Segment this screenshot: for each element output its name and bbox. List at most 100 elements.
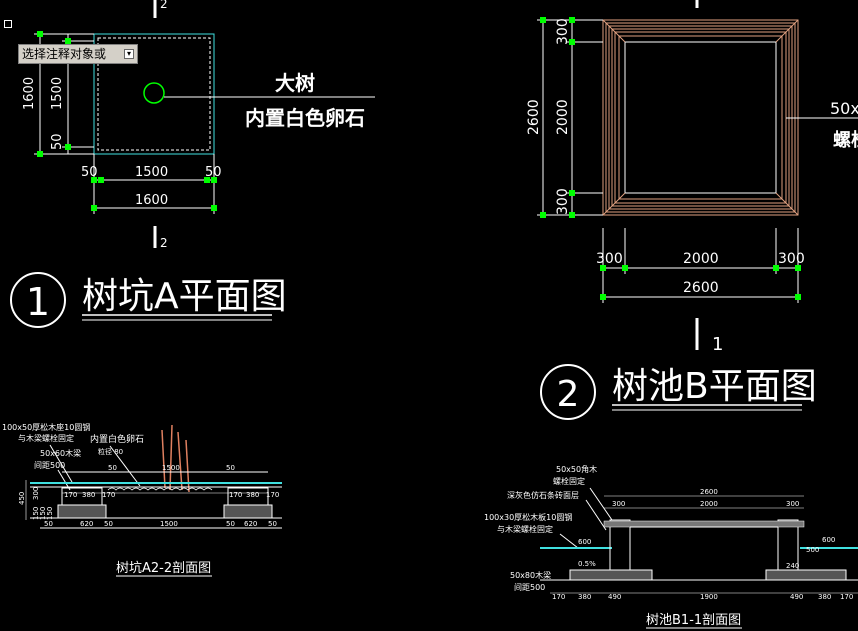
note-a-1: 100x50厚松木座10圆钢 [2,422,90,432]
leader-a-1 [49,444,73,483]
coping-b [603,520,805,528]
sec-a-dim-top-0: 50 [108,464,117,472]
sec-b-dim-mid-0: 600 [578,538,591,546]
pool-inner-edge [624,41,777,194]
sec-a-dim-mid-2: 170 [102,491,115,499]
dim-a-left-50b: 50 [50,133,65,150]
title-b: 树池B平面图 [612,366,817,407]
dim-ticks-bottom [91,177,217,211]
footing-b-left [569,569,653,581]
dim-a-bottom-50a: 50 [81,165,98,180]
title-a: 树坑A平面图 [82,276,287,317]
sec-a-dim-bot-6: 50 [268,520,277,528]
dim-b-left-2600: 2600 [526,99,542,135]
sec-a-dim-left-4: 150 [46,507,54,520]
sec-a-dim-bot-4: 50 [226,520,235,528]
sec-a-dim-bot-1: 620 [80,520,93,528]
sec-a-dim-bot-3: 1500 [160,520,178,528]
frame-miter-br [775,192,799,216]
dim-b-left-300b: 300 [555,188,571,215]
slope-b: 0.5% [578,560,596,568]
sec-b-dim-bot-4: 490 [790,593,803,601]
note-b-2: 螺栓固定 [553,476,585,486]
leader-b-2 [585,499,607,531]
dim-a-bottom-1500: 1500 [135,165,168,180]
dim-a-bottom-50b: 50 [205,165,222,180]
pit-outline-inner [97,37,211,151]
note-a-3: 50x60木梁 [40,448,81,458]
label-tree: 大树 [275,71,315,95]
tree-symbol [143,82,165,104]
dim-b-left-300a: 300 [555,18,571,45]
dim-b-bottom-300a: 300 [596,251,623,267]
sec-a-dim-left-3: 150 [39,507,47,520]
label-b-partial-1: 50x [830,99,858,118]
section-a: 100x50厚松木座10圆钢 与木梁螺栓固定 50x60木梁 间距500 内置白… [2,422,282,577]
sec-a-dim-bot-2: 50 [104,520,113,528]
sec-a-dim-left-0: 450 [18,492,26,505]
note-a-2: 与木梁螺栓固定 [18,433,74,443]
sec-b-dim-mid-1: 240 [786,562,799,570]
sec-a-dim-bot-5: 620 [244,520,257,528]
footing-b-right [765,569,847,581]
pebbles-a [107,487,213,491]
dim-b-left-2000: 2000 [555,99,571,135]
footing-a-left [57,504,107,519]
sec-a-dim-top-2: 50 [226,464,235,472]
label-b-partial-2: 螺栓 [833,129,858,151]
note-b-5: 与木梁螺栓固定 [497,524,553,534]
frame-ring-5 [614,31,787,204]
section-mark-b: 1 [712,334,723,355]
plan-b: 50x 螺栓 300 2000 300 2600 300 2000 30 [526,0,858,420]
sec-a-dim-mid-3: 170 [229,491,242,499]
section-mark-top: 2 [160,0,168,11]
sec-a-dim-mid-4: 380 [246,491,259,499]
frame-ring-1 [602,19,799,216]
sec-b-dim-bot-0: 170 [552,593,565,601]
sec-b-dim-bot-3: 1900 [700,593,718,601]
sec-a-dim-left-1: 300 [32,487,40,500]
sec-b-dim-bot-2: 490 [608,593,621,601]
sec-a-dim-mid-5: 170 [266,491,279,499]
dim-b-ticks-bottom [600,265,801,300]
title-b-number: 2 [557,374,580,415]
sec-b-dim-top-0: 2600 [700,488,718,496]
sec-a-dim-mid-1: 380 [82,491,95,499]
title-a-number: 1 [26,280,50,324]
wall-b-left [609,519,631,571]
note-b-7: 间距500 [514,583,545,592]
dim-ticks-left [37,31,71,157]
dim-a-left-1600: 1600 [22,77,37,110]
dim-b-bottom-300b: 300 [778,251,805,267]
sec-b-dim-top-2: 2000 [700,500,718,508]
tree-trunk-a [161,424,190,493]
label-fill: 内置白色卵石 [245,106,365,130]
note-b-6: 50x80木梁 [510,570,551,580]
frame-ring-4 [611,28,790,207]
note-a-5: 内置白色卵石 [90,433,144,445]
sec-b-dim-mid-3: 600 [822,536,835,544]
sec-b-dim-top-1: 300 [612,500,625,508]
section-mark-bottom: 2 [160,236,168,250]
note-b-1: 50x50角木 [556,464,597,474]
frame-miter-bl [602,192,626,216]
frame-ring-6 [618,35,783,200]
dim-a-bottom-1600: 1600 [135,193,168,208]
command-tooltip[interactable]: 选择注释对象或 ▾ [18,44,138,64]
sec-b-dim-top-3: 300 [786,500,799,508]
note-b-3: 深灰色仿石条砖面层 [507,490,579,500]
sec-b-dim-bot-6: 170 [840,593,853,601]
leader-b-1 [589,487,613,521]
dim-b-bottom-2600: 2600 [683,280,719,296]
sec-a-dim-top-1: 1500 [162,464,180,472]
dim-b-ticks-left [540,17,575,218]
chevron-down-icon[interactable]: ▾ [124,49,134,59]
sec-a-dim-mid-0: 170 [64,491,77,499]
pit-outline-outer [93,33,215,155]
note-a-6: 粒径 80 [98,447,123,456]
sec-a-dim-bot-0: 50 [44,520,53,528]
frame-ring-3 [608,25,793,210]
sec-b-dim-bot-5: 380 [818,593,831,601]
